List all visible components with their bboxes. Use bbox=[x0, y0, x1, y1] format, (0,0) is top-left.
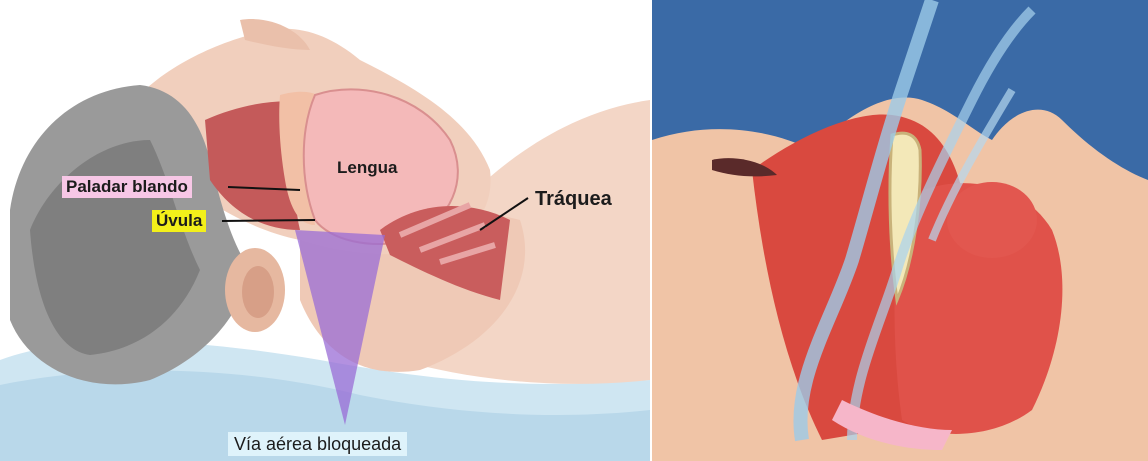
label-blocked-airway: Vía aérea bloqueada bbox=[228, 432, 407, 456]
label-trachea: Tráquea bbox=[531, 188, 616, 210]
left-illustration bbox=[0, 0, 650, 461]
label-uvula: Úvula bbox=[152, 210, 206, 232]
leader-uvula bbox=[222, 220, 315, 221]
label-soft-palate: Paladar blando bbox=[62, 176, 192, 198]
uvula-bulb bbox=[947, 182, 1037, 258]
right-airflow-illustration bbox=[652, 0, 1148, 461]
left-anatomy-diagram: Paladar blando Úvula Lengua Tráquea Vía … bbox=[0, 0, 650, 461]
label-tongue: Lengua bbox=[333, 157, 401, 179]
right-illustration bbox=[652, 0, 1148, 461]
ear-inner bbox=[242, 266, 274, 318]
